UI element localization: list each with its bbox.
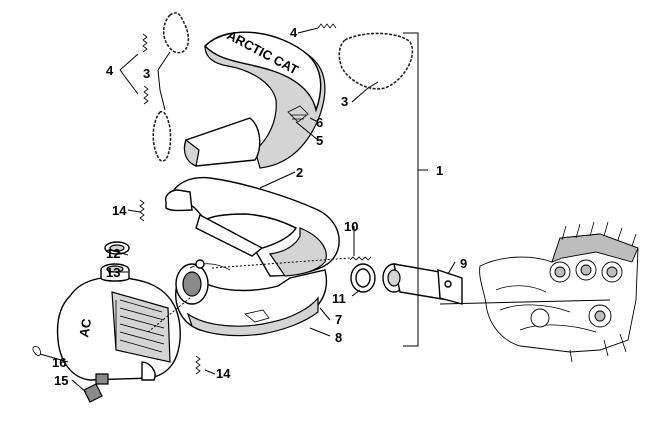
callout-13: 13 — [106, 265, 120, 280]
spring-14-lower — [195, 355, 201, 375]
callout-4-left: 4 — [106, 63, 114, 78]
spring-10 — [349, 256, 372, 261]
callout-10: 10 — [344, 219, 358, 234]
callout-labels: 1 2 3 3 4 4 5 6 7 8 9 10 11 12 13 14 14 … — [52, 25, 467, 388]
leader-lines — [39, 27, 611, 393]
callout-16: 16 — [52, 355, 66, 370]
muffler-badge: AC — [76, 317, 94, 339]
callout-9: 9 — [460, 256, 467, 271]
callout-2: 2 — [296, 165, 303, 180]
callout-4-top: 4 — [290, 25, 298, 40]
callout-7: 7 — [335, 312, 342, 327]
callout-8: 8 — [335, 330, 342, 345]
muffler: AC — [56, 263, 181, 385]
callout-14-lower: 14 — [216, 366, 231, 381]
engine — [479, 221, 639, 363]
exhaust-manifold — [382, 263, 463, 305]
spring-top-right — [317, 23, 337, 29]
chain-clamp-right — [338, 32, 414, 90]
chain-clamp-bottom-left — [152, 110, 172, 162]
heat-shield: ARCTIC CAT — [183, 27, 326, 169]
callout-3-left: 3 — [143, 66, 150, 81]
spring-left-mid — [143, 85, 149, 105]
callout-5: 5 — [316, 133, 323, 148]
expansion-chamber — [164, 176, 340, 337]
callout-3-right: 3 — [341, 94, 348, 109]
chain-clamp-top-left — [162, 12, 190, 54]
callout-14-upper: 14 — [112, 203, 127, 218]
callout-15: 15 — [54, 373, 68, 388]
spring-top-left — [142, 33, 148, 53]
callout-1: 1 — [436, 163, 443, 178]
callout-11: 11 — [332, 291, 346, 306]
spring-14-upper — [139, 199, 145, 222]
seal-ring — [350, 263, 376, 293]
callout-12: 12 — [106, 246, 120, 261]
spring-16 — [32, 346, 41, 356]
gasket — [104, 241, 130, 255]
grommet-15 — [83, 383, 103, 403]
callout-6: 6 — [316, 115, 323, 130]
